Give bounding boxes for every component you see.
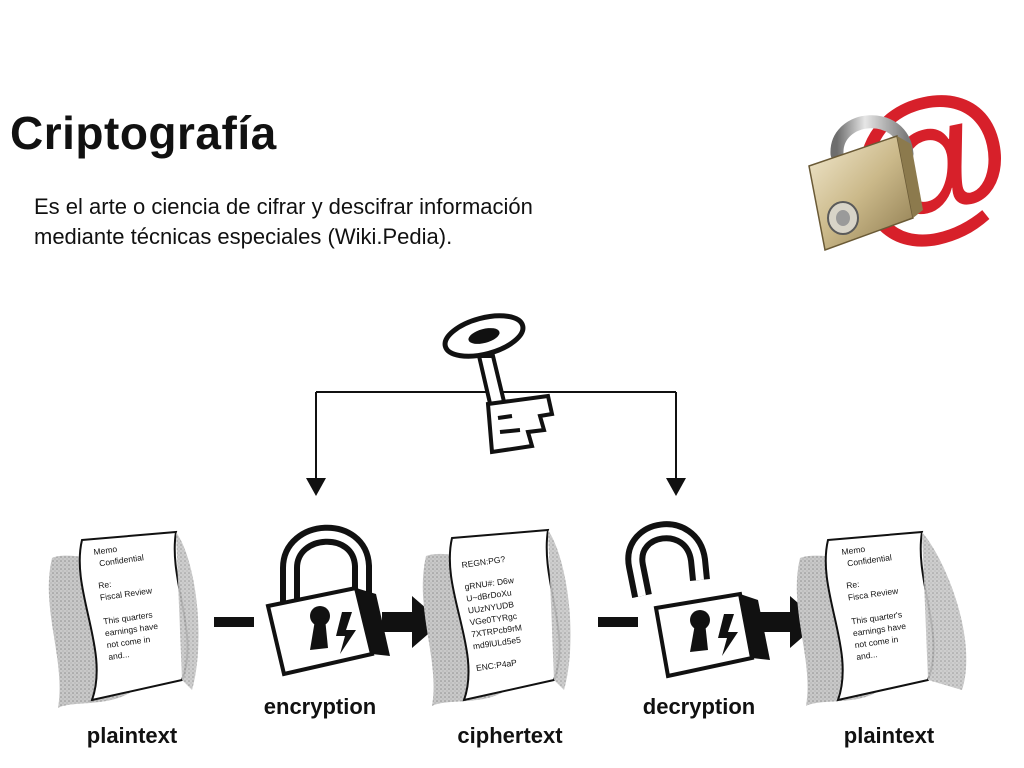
label-plaintext-left: plaintext bbox=[87, 723, 178, 748]
document-plaintext-right bbox=[796, 530, 967, 706]
arrow-down-icon bbox=[666, 478, 686, 496]
document-plaintext-left bbox=[48, 530, 199, 708]
svg-text:Memo: Memo bbox=[93, 544, 118, 557]
slide-title: Criptografía bbox=[10, 107, 277, 159]
svg-text:and...: and... bbox=[108, 649, 130, 662]
label-decryption: decryption bbox=[643, 694, 755, 719]
label-ciphertext: ciphertext bbox=[457, 723, 563, 748]
label-encryption: encryption bbox=[264, 694, 376, 719]
padlock-icon bbox=[808, 115, 923, 252]
closed-padlock-icon bbox=[265, 524, 390, 677]
slide-body-text: Es el arte o ciencia de cifrar y descifr… bbox=[34, 194, 533, 249]
svg-text:Re:: Re: bbox=[98, 579, 112, 591]
arrow-down-icon bbox=[306, 478, 326, 496]
open-padlock-icon bbox=[625, 521, 770, 679]
svg-text:Memo: Memo bbox=[841, 544, 866, 557]
label-plaintext-right: plaintext bbox=[844, 723, 935, 748]
document-ciphertext bbox=[422, 528, 571, 706]
svg-text:Re:: Re: bbox=[846, 579, 860, 591]
arrow-shaft bbox=[214, 617, 254, 627]
key-icon bbox=[442, 313, 555, 455]
padlock-at-logo: @ bbox=[808, 68, 1024, 252]
svg-text:and...: and... bbox=[856, 649, 878, 662]
arrow-shaft bbox=[598, 617, 638, 627]
